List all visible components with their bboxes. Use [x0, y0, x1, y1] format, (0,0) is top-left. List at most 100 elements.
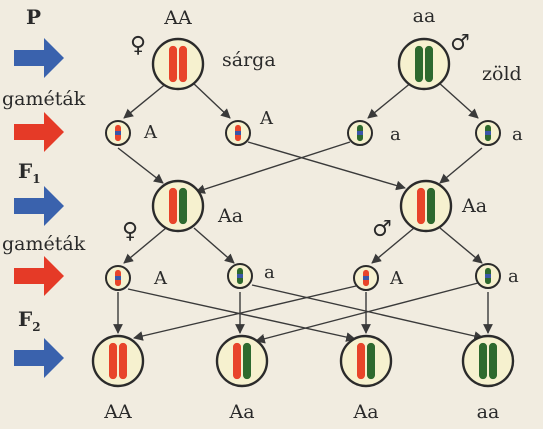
cell-membrane	[151, 179, 205, 233]
line-f1-right-to-gamete-7	[371, 227, 415, 264]
inheritance-lines	[113, 81, 493, 344]
chromosome-dominant	[119, 342, 127, 380]
f2-cell-3	[339, 334, 393, 388]
label-gametes-2: gaméták	[2, 233, 86, 255]
gamete-2-allele: A	[259, 108, 274, 129]
p-right-trait: zöld	[482, 63, 522, 85]
f2-labels: AA Aa Aa aa	[103, 401, 499, 423]
line-g5-to-aa-3	[127, 288, 356, 342]
gamete-f1-cell-1	[105, 265, 131, 291]
f2-genotype-2: Aa	[228, 401, 254, 423]
chromosome-dominant	[169, 187, 177, 225]
f1-right-genotype: Aa	[461, 195, 487, 217]
cell-membrane	[215, 334, 269, 388]
arrow-gametes-2-row	[14, 256, 64, 296]
chromosome-recessive	[367, 342, 375, 380]
f2-genotype-1: AA	[103, 401, 132, 423]
chromosome-recessive	[415, 45, 423, 83]
gamete-p-cell-1	[105, 120, 131, 146]
f1-left-cell	[151, 179, 205, 233]
chromosome-dominant	[179, 45, 187, 83]
centromere	[115, 276, 121, 280]
chromosome-dominant	[417, 187, 425, 225]
gamete-6-allele: a	[264, 262, 275, 283]
gamete-7-allele: A	[389, 268, 404, 289]
gamete-p-cell-4	[475, 120, 501, 146]
line-gamete-1-to-f1-left	[117, 147, 164, 184]
line-p-right-to-gamete-4	[437, 81, 479, 119]
chromosome-recessive	[425, 45, 433, 83]
cells-layer	[91, 37, 515, 388]
cell-membrane	[399, 179, 453, 233]
chromosome-dominant	[233, 342, 241, 380]
gamete-f1-cell-4	[475, 263, 501, 289]
line-p-left-to-gamete-1	[123, 81, 169, 119]
line-g8-to-aa-2	[255, 282, 479, 344]
label-gametes-1: gaméták	[2, 88, 86, 110]
chromosome-recessive	[243, 342, 251, 380]
arrow-gametes-1-row	[14, 112, 64, 152]
label-f1: F1	[18, 159, 41, 186]
f2-cell-1	[91, 334, 145, 388]
f2-cell-2	[215, 334, 269, 388]
gamete-8-allele: a	[508, 266, 519, 287]
f1-right-sex-male-icon: ♂	[372, 217, 392, 242]
f1-left-sex-female-icon: ♀	[122, 219, 138, 244]
f1-labels: Aa ♀ ♂ Aa	[122, 195, 487, 244]
arrow-f2-row	[14, 338, 64, 378]
chromosome-dominant	[357, 342, 365, 380]
line-f1-left-to-gamete-6	[193, 227, 235, 264]
arrow-f1-row	[14, 186, 64, 226]
centromere	[237, 274, 243, 278]
chromosome-dominant	[109, 342, 117, 380]
chromosome-recessive	[179, 187, 187, 225]
gametes-f1-labels: A a A a	[153, 262, 519, 289]
p-left-sex-female-icon: ♀	[130, 33, 146, 58]
line-p-left-to-gamete-2	[191, 81, 231, 119]
gamete-5-allele: A	[153, 268, 168, 289]
p-generation: AA ♀ sárga aa ♂ zöld	[130, 5, 522, 85]
chromosome-recessive	[427, 187, 435, 225]
f1-left-genotype: Aa	[217, 205, 243, 227]
line-gamete-4-to-f1-right	[439, 147, 483, 184]
gamete-f1-cell-2	[227, 263, 253, 289]
chromosome-recessive	[489, 342, 497, 380]
label-f2: F2	[18, 307, 41, 334]
p-right-genotype: aa	[413, 5, 436, 27]
centromere	[363, 276, 369, 280]
cell-membrane	[151, 37, 205, 91]
p-left-cell	[151, 37, 205, 91]
centromere	[115, 131, 121, 135]
chromosome-recessive	[479, 342, 487, 380]
gamete-p-cell-3	[347, 120, 373, 146]
f2-cell-4	[461, 334, 515, 388]
cell-membrane	[91, 334, 145, 388]
centromere	[485, 274, 491, 278]
gamete-f1-cell-3	[353, 265, 379, 291]
row-arrows	[14, 38, 64, 378]
line-gamete-2-to-f1-right	[247, 141, 406, 191]
gamete-4-allele: a	[512, 124, 523, 145]
p-left-trait: sárga	[222, 49, 276, 71]
gamete-p-cell-2	[225, 120, 251, 146]
line-f1-right-to-gamete-8	[439, 227, 483, 264]
line-g7-to-aa-1	[133, 285, 357, 341]
arrow-p-row	[14, 38, 64, 78]
cell-membrane	[339, 334, 393, 388]
cell-membrane	[461, 334, 515, 388]
p-right-sex-male-icon: ♂	[450, 31, 470, 56]
p-left-genotype: AA	[163, 7, 192, 29]
f2-genotype-3: Aa	[352, 401, 378, 423]
centromere	[357, 131, 363, 135]
line-p-right-to-gamete-3	[367, 81, 413, 119]
centromere	[235, 131, 241, 135]
gametes-p-labels: A A a a	[143, 108, 523, 145]
label-p: P	[26, 5, 41, 29]
f1-right-cell	[399, 179, 453, 233]
p-right-cell	[397, 37, 451, 91]
gamete-1-allele: A	[143, 122, 158, 143]
centromere	[485, 131, 491, 135]
f2-genotype-4: aa	[477, 401, 500, 423]
